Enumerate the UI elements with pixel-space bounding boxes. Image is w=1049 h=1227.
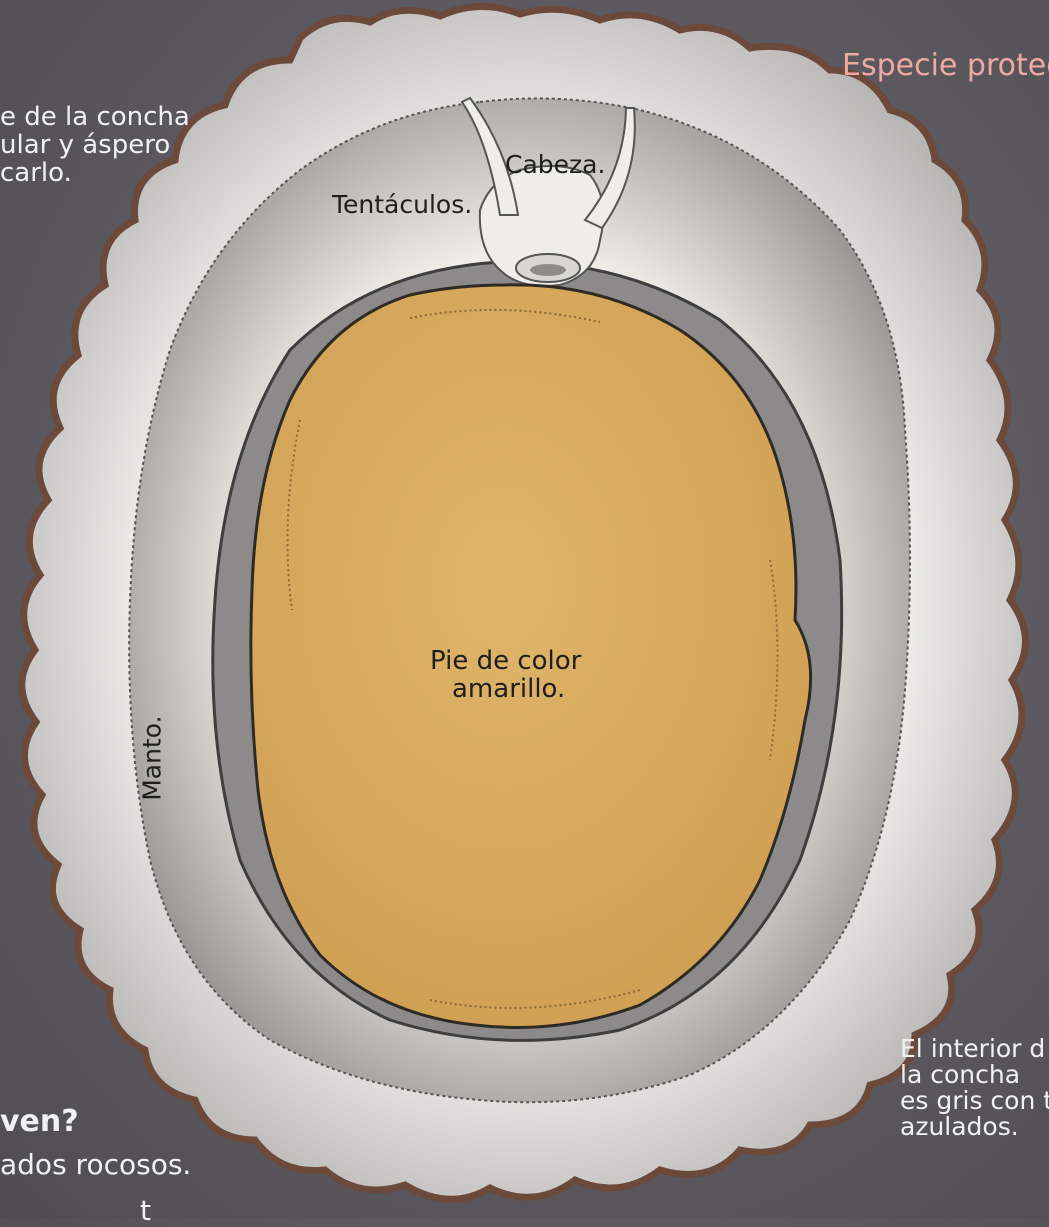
interior-description-line-1: El interior d [900,1036,1045,1062]
shell-description-line-1: e de la concha [0,104,190,131]
foot-label-line-2: amarillo. [452,676,565,703]
tentacles-label: Tentáculos. [332,192,472,218]
foot-label-line-1: Pie de color [430,648,581,675]
interior-description-line-4: azulados. [900,1114,1019,1140]
shell-description-line-2: ular y áspero [0,132,170,159]
interior-description-line-3: es gris con t [900,1088,1049,1114]
where-heading: ven? [0,1106,79,1138]
protected-species-label: Especie proteg [842,50,1049,82]
interior-description-line-2: la concha [900,1062,1020,1088]
bottom-cut-text: t [140,1196,151,1225]
where-text: ados rocosos. [0,1150,191,1179]
shell-description-line-3: carlo. [0,160,72,187]
head-label: Cabeza. [505,152,605,178]
mantle-label: Manto. [140,715,166,800]
